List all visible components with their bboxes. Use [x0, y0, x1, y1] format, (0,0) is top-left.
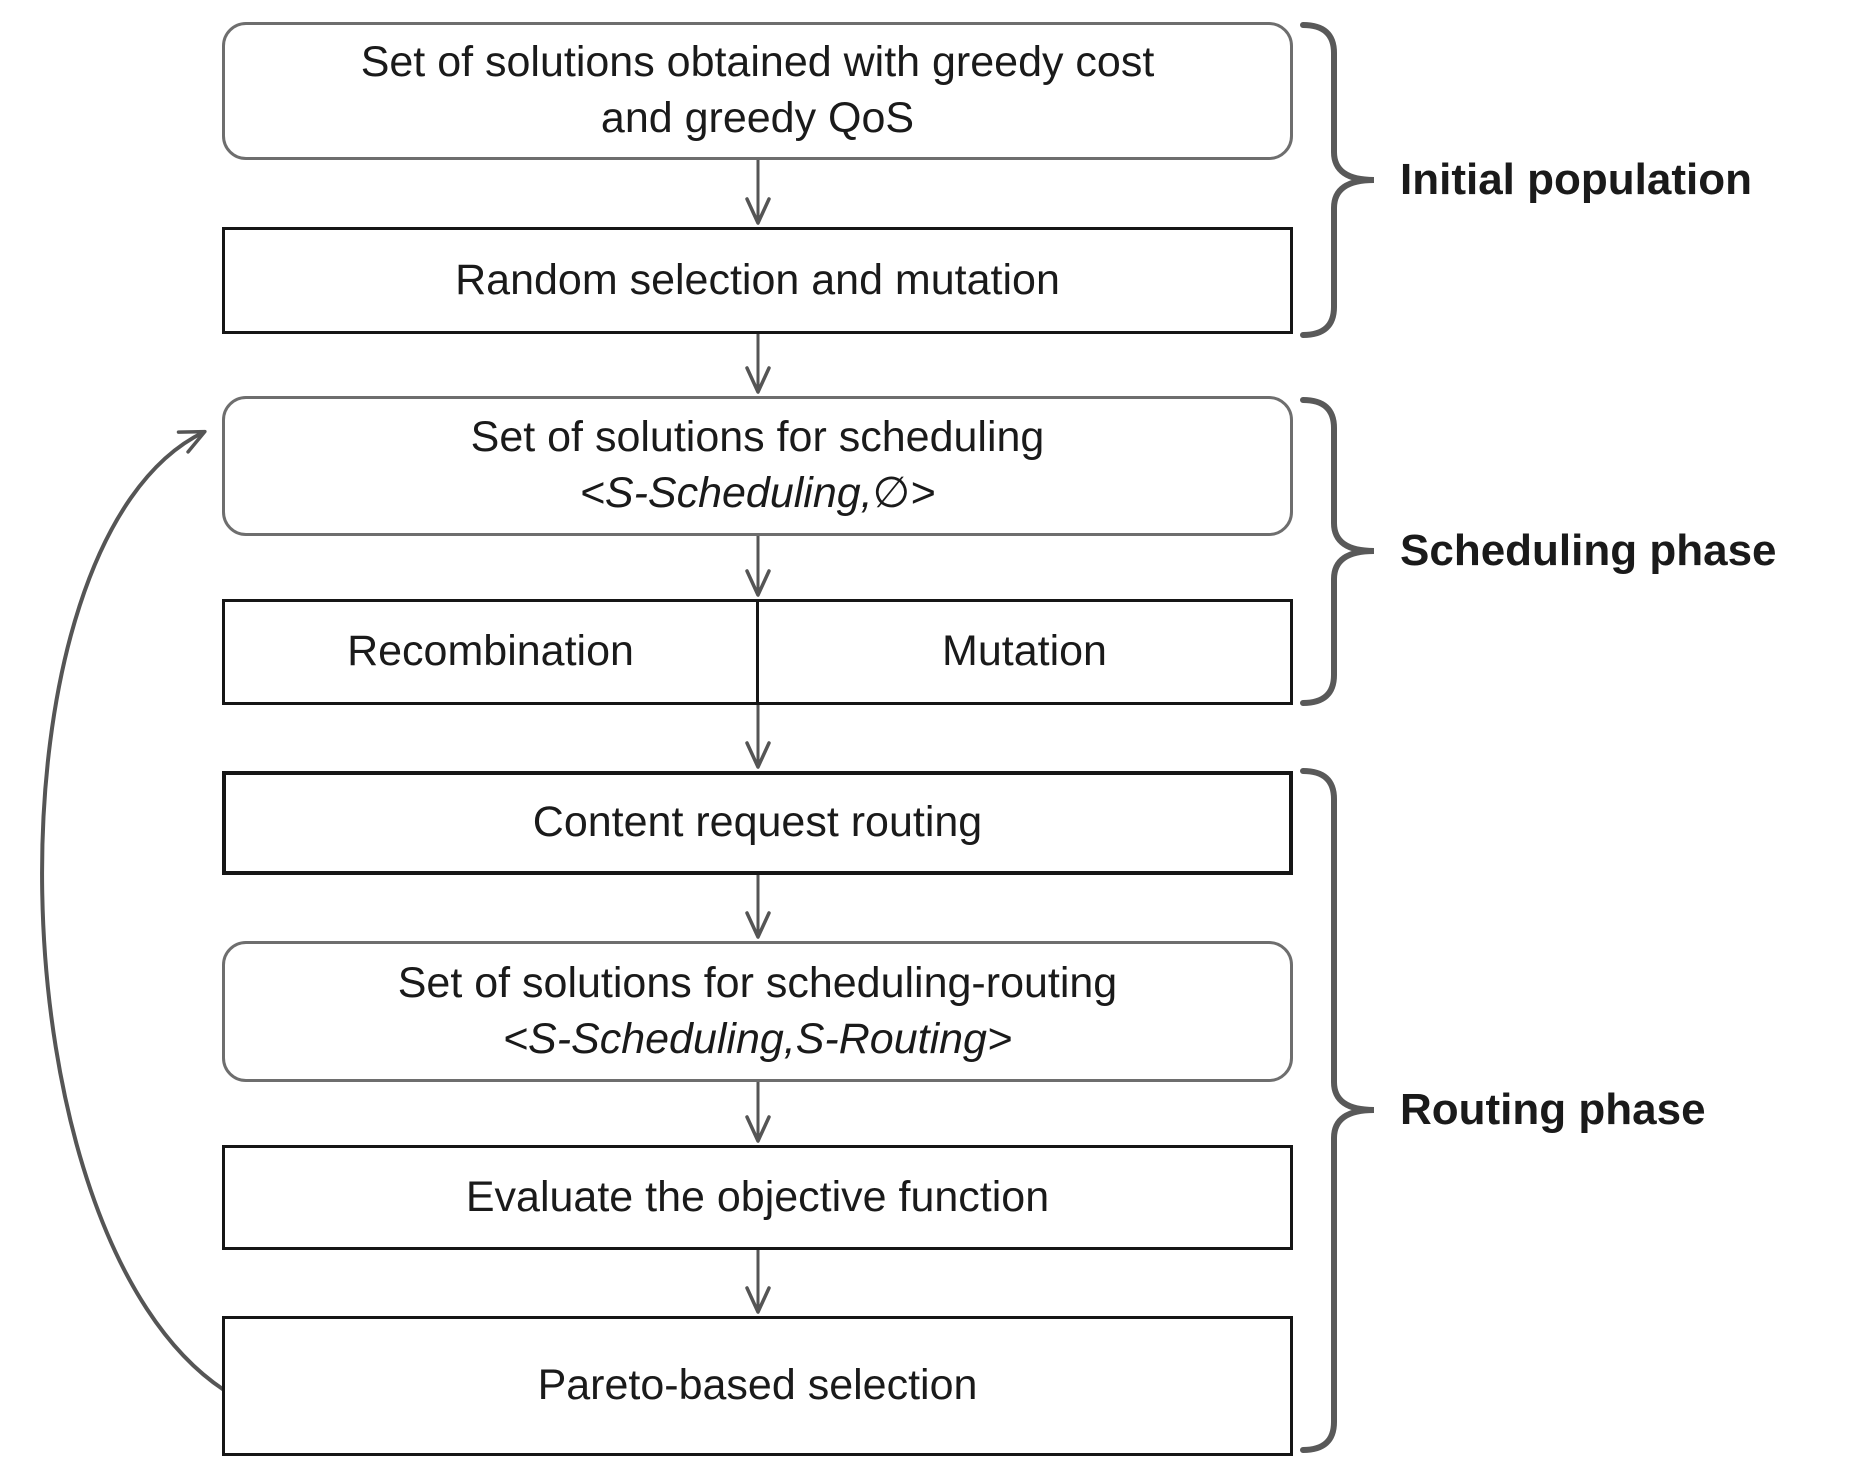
mutation-label: Mutation	[942, 627, 1107, 676]
box-content-request-routing: Content request routing	[222, 771, 1293, 875]
cell-mutation: Mutation	[756, 602, 1290, 702]
brace-scheduling-phase	[1300, 397, 1375, 706]
cell-recombination: Recombination	[225, 602, 756, 702]
box-recombination-mutation: Recombination Mutation	[222, 599, 1293, 705]
box-random-selection: Random selection and mutation	[222, 227, 1293, 334]
box-evaluate-objective: Evaluate the objective function	[222, 1145, 1293, 1250]
phase-label-initial-population: Initial population	[1400, 155, 1752, 204]
box-scheduling-routing-solutions: Set of solutions for scheduling-routing …	[222, 941, 1293, 1082]
box-scheduling-solutions-tuple: <S-Scheduling,∅>	[579, 469, 936, 517]
box-scheduling-solutions-title: Set of solutions for scheduling	[470, 413, 1045, 462]
box-initial-solutions-line2: and greedy QoS	[600, 94, 915, 142]
recombination-label: Recombination	[347, 627, 634, 676]
phase-label-scheduling-phase: Scheduling phase	[1400, 526, 1777, 575]
box-scheduling-routing-solutions-tuple: <S-Scheduling,S-Routing>	[502, 1014, 1013, 1063]
phase-label-routing-phase: Routing phase	[1400, 1085, 1706, 1134]
brace-initial-population	[1300, 22, 1375, 338]
box-content-request-routing-label: Content request routing	[532, 798, 983, 847]
box-evaluate-objective-label: Evaluate the objective function	[465, 1172, 1050, 1221]
box-pareto-selection: Pareto-based selection	[222, 1316, 1293, 1456]
box-initial-solutions-line1: Set of solutions obtained with greedy co…	[360, 38, 1155, 87]
loop-back-arrow	[40, 429, 226, 1392]
box-scheduling-solutions: Set of solutions for scheduling <S-Sched…	[222, 396, 1293, 536]
box-pareto-selection-label: Pareto-based selection	[537, 1361, 978, 1410]
box-initial-solutions: Set of solutions obtained with greedy co…	[222, 22, 1293, 160]
box-random-selection-label: Random selection and mutation	[455, 255, 1060, 304]
brace-routing-phase	[1300, 768, 1375, 1453]
box-scheduling-routing-solutions-title: Set of solutions for scheduling-routing	[397, 958, 1118, 1007]
